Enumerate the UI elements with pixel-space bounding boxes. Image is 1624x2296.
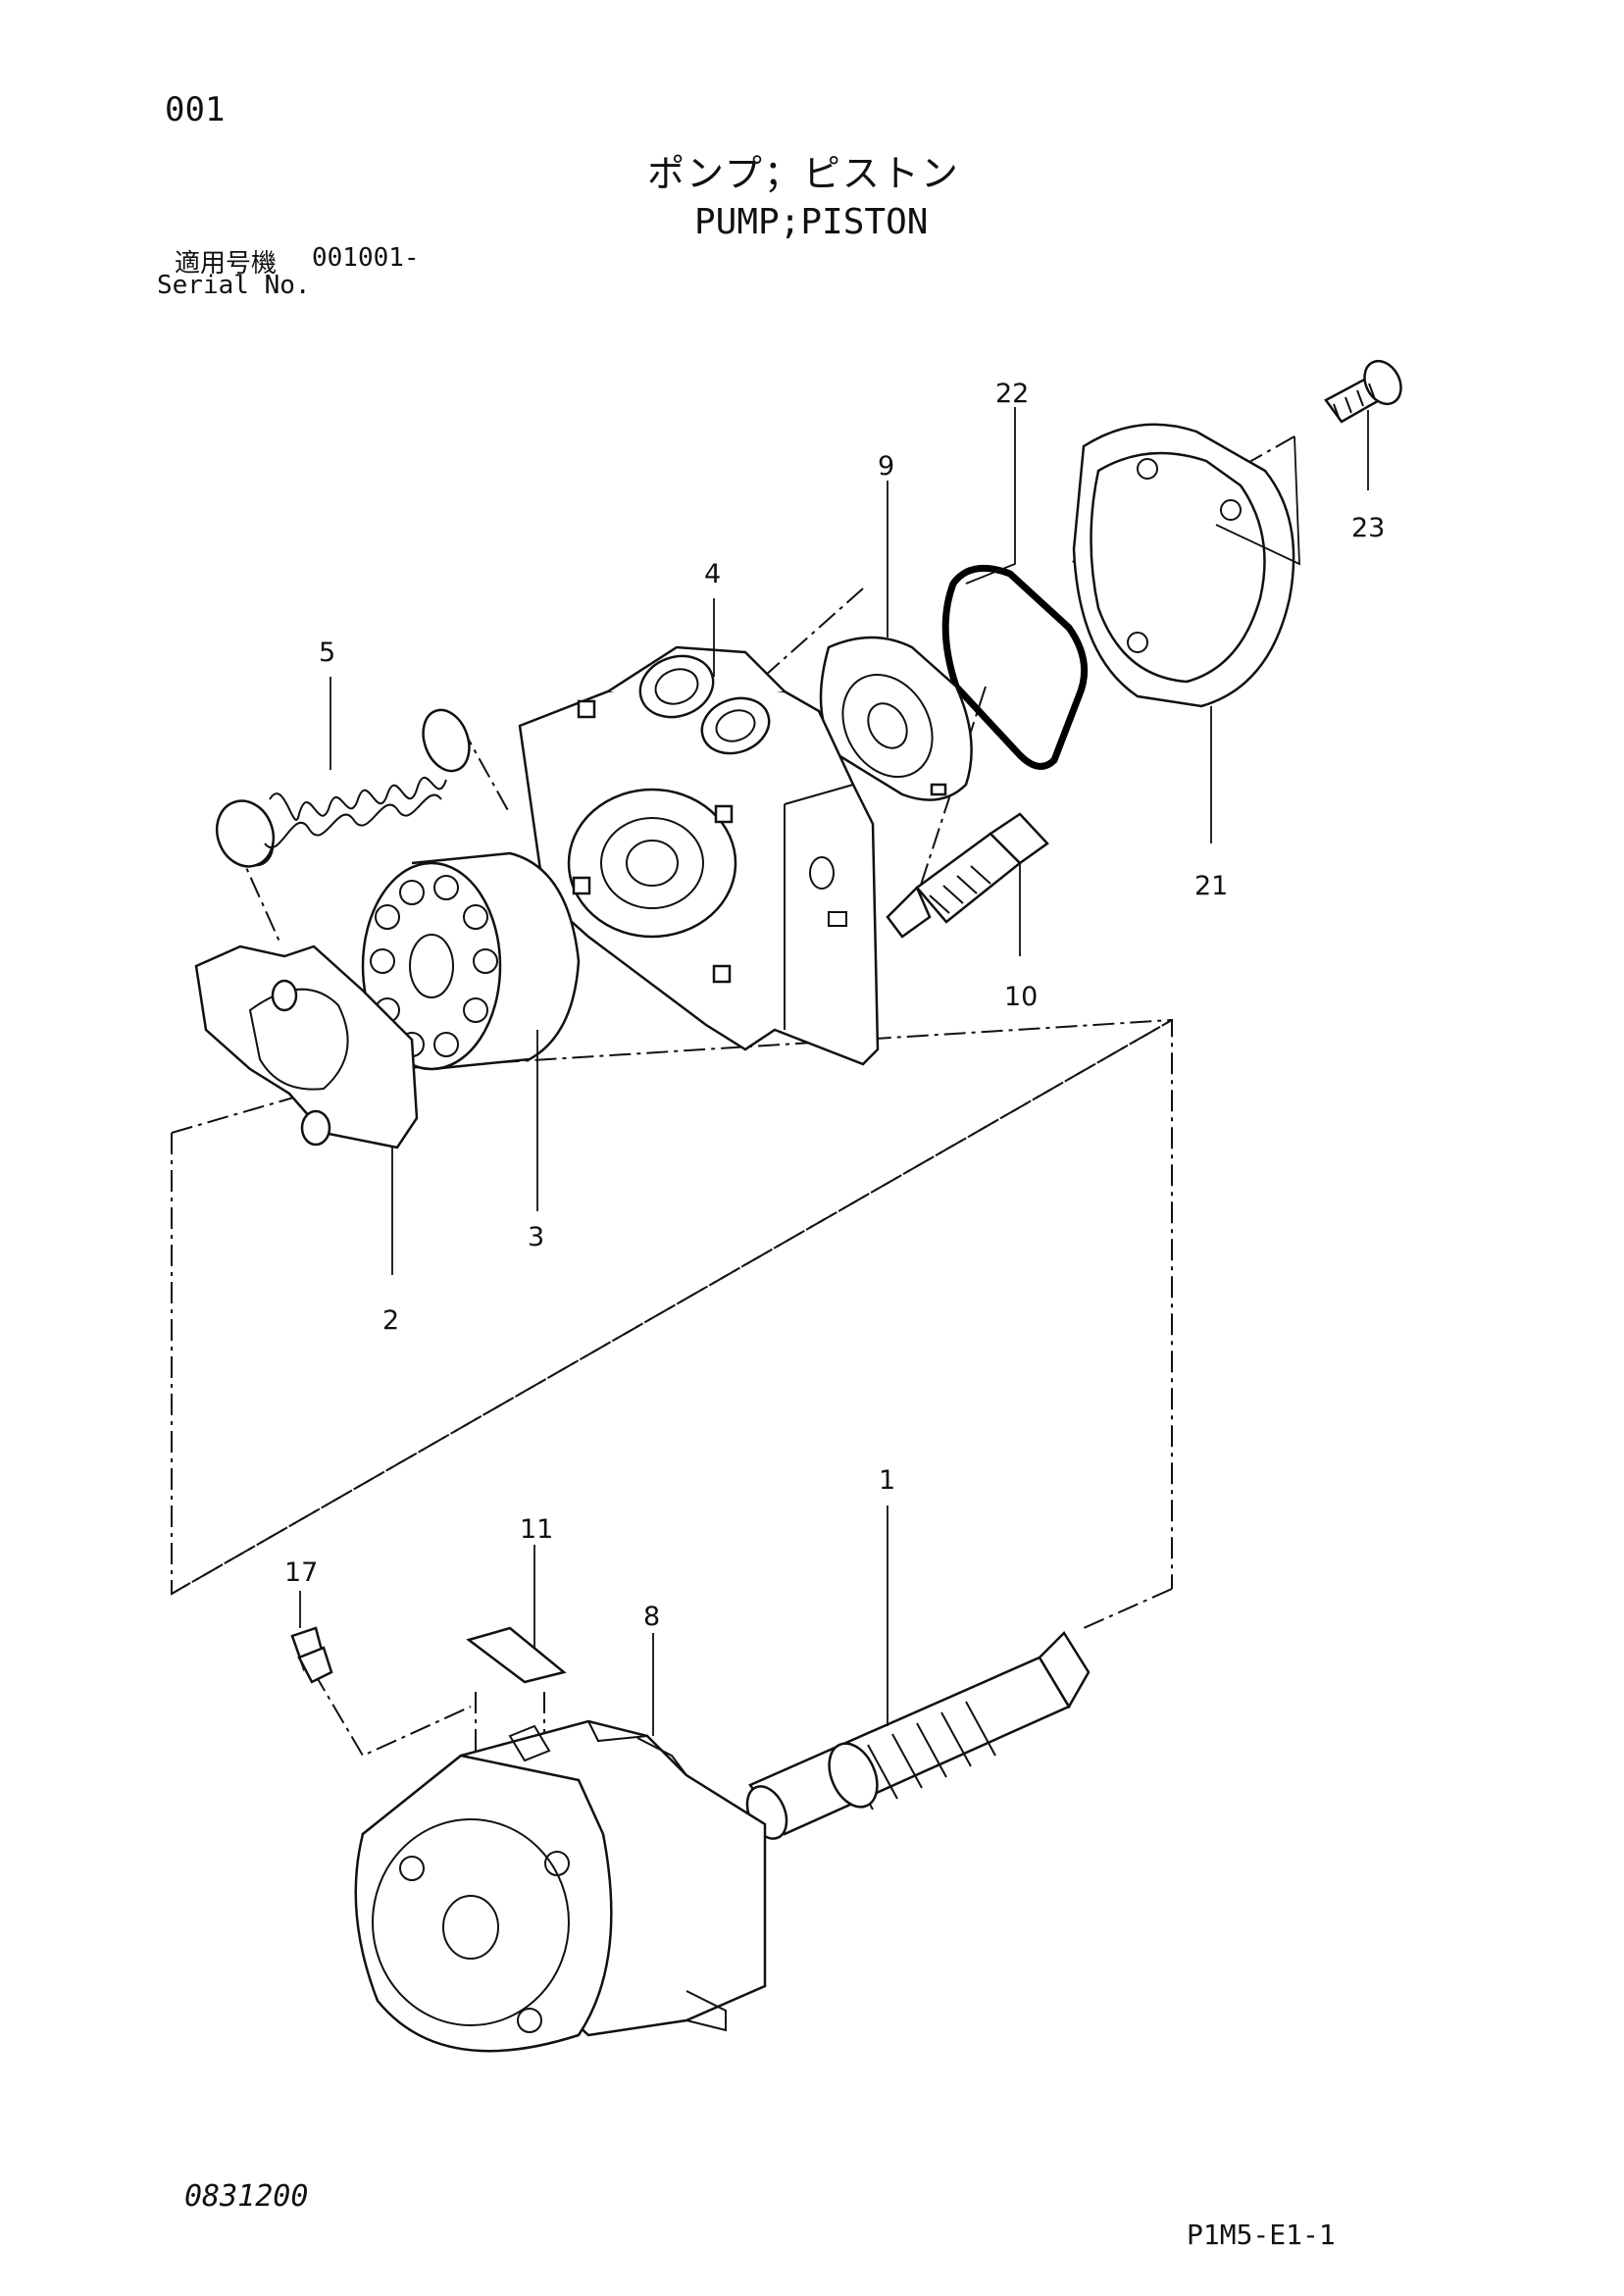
callout-21: 21	[1194, 871, 1228, 901]
part-8-casing	[354, 1719, 767, 2053]
leader-lines	[299, 407, 1369, 1736]
callout-labels: 5 4 9 22 23 21 10 3 2 1 11 8 17	[284, 379, 1385, 1632]
callout-11: 11	[520, 1514, 553, 1545]
part-5-spring	[215, 708, 471, 868]
page-number: 001	[165, 90, 226, 129]
callout-17: 17	[284, 1557, 318, 1588]
serial-label: Serial No.	[157, 271, 311, 300]
callout-9: 9	[878, 451, 894, 482]
serial-number-value: 001001-	[312, 243, 420, 273]
callout-2: 2	[382, 1305, 399, 1336]
page-title: PUMP;PISTON	[694, 202, 929, 242]
part-23-bolt	[1324, 359, 1402, 424]
part-11-name-plate	[466, 1626, 567, 1684]
part-21-cover	[1072, 423, 1295, 708]
page-title-japanese: ポンプ；ピストン	[647, 152, 960, 195]
part-4-pump-head	[518, 645, 880, 1066]
callout-8: 8	[643, 1602, 660, 1632]
callout-1: 1	[879, 1465, 895, 1496]
part-1-shaft	[745, 1631, 1091, 1840]
callout-23: 23	[1351, 513, 1385, 543]
sheet-code: P1M5-E1-1	[1187, 2219, 1336, 2251]
document-code: 0831200	[184, 2179, 309, 2214]
part-3-cylinder-block	[361, 851, 581, 1071]
callout-22: 22	[995, 379, 1029, 409]
callout-10: 10	[1004, 982, 1038, 1012]
part-22-o-ring	[941, 564, 1089, 770]
callout-4: 4	[704, 559, 721, 589]
part-10-regulator	[886, 812, 1049, 939]
callout-5: 5	[319, 638, 335, 668]
part-2-swash-plate	[194, 944, 419, 1149]
part-17-fitting	[290, 1626, 333, 1684]
serial-label-japanese: 適用号機	[175, 249, 278, 279]
callout-3: 3	[528, 1222, 544, 1252]
